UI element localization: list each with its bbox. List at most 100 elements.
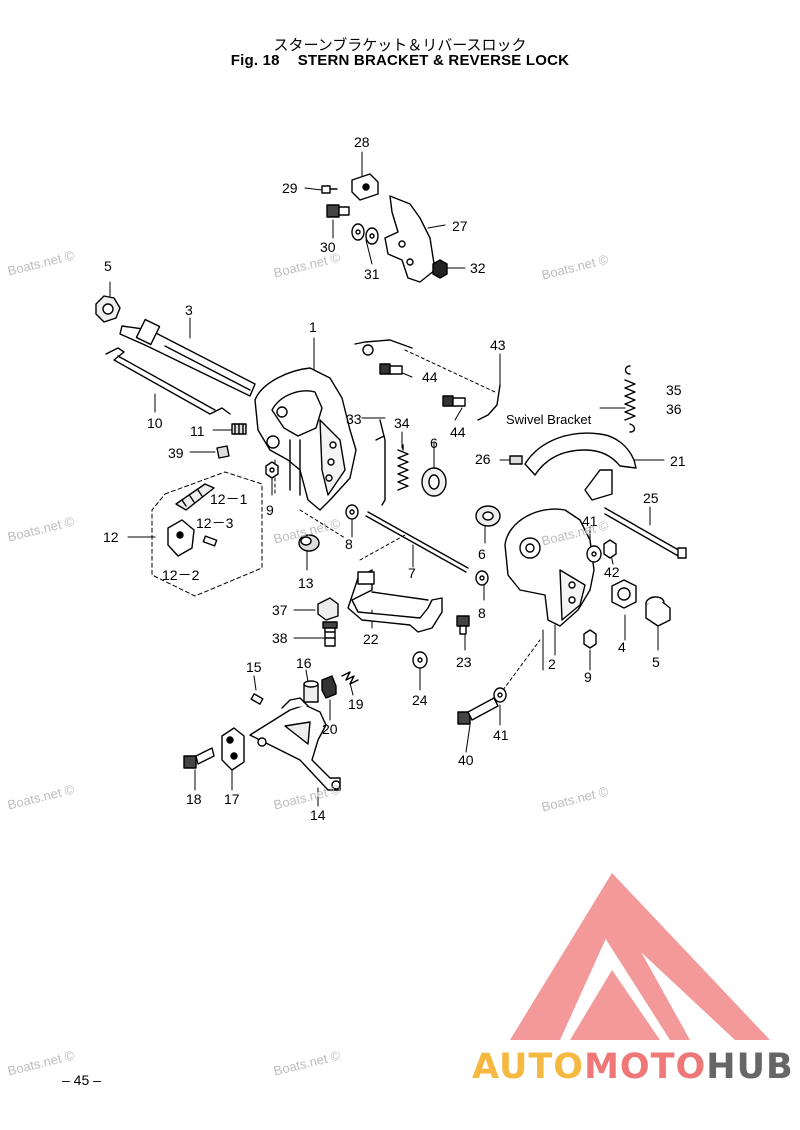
part-41-washer-lower xyxy=(493,687,507,703)
label-42: 42 xyxy=(604,564,620,580)
part-3-shaft xyxy=(119,318,256,397)
part-4-nut xyxy=(611,579,637,609)
part-6-bushing-top xyxy=(421,467,447,497)
label-44-lower: 44 xyxy=(450,424,466,440)
part-6-bushing-right xyxy=(475,505,501,527)
label-36: 36 xyxy=(666,401,682,417)
label-30: 30 xyxy=(320,239,336,255)
part-13-bushing xyxy=(298,534,320,552)
part-9-nut-left xyxy=(265,461,279,479)
label-5-right: 5 xyxy=(652,654,660,670)
label-3: 3 xyxy=(185,302,193,318)
figure-title-text: STERN BRACKET & REVERSE LOCK xyxy=(297,52,570,69)
label-44-upper: 44 xyxy=(422,369,438,385)
label-1: 1 xyxy=(309,319,317,335)
part-44-bolt-lower xyxy=(442,395,466,407)
label-10: 10 xyxy=(147,415,163,431)
label-41-lower: 41 xyxy=(493,727,509,743)
part-44-bolt-upper xyxy=(379,363,403,375)
part-28-plate xyxy=(351,173,379,201)
label-8-left: 8 xyxy=(345,536,353,552)
label-15: 15 xyxy=(246,659,262,675)
part-40-bolt xyxy=(457,697,499,725)
leader-lines xyxy=(109,151,665,807)
part-21-arm xyxy=(524,432,637,501)
part-27-bracket xyxy=(384,195,436,283)
label-35: 35 xyxy=(666,382,682,398)
label-38: 38 xyxy=(272,630,288,646)
brand-part-2: MOTO xyxy=(584,1047,707,1087)
label-13: 13 xyxy=(298,575,314,591)
label-20: 20 xyxy=(322,721,338,737)
label-14: 14 xyxy=(310,807,326,823)
part-38-bolt xyxy=(322,621,338,647)
label-12-1: 12－1 xyxy=(210,491,248,507)
part-41-washer-upper xyxy=(586,545,602,563)
part-1-stern-bracket xyxy=(254,367,357,511)
part-29-screw xyxy=(321,185,338,194)
part-26-pin xyxy=(509,455,523,465)
part-22-bracket xyxy=(347,569,443,633)
part-24-washer xyxy=(412,651,428,669)
part-35-spring xyxy=(624,365,636,433)
label-19: 19 xyxy=(348,696,364,712)
label-17: 17 xyxy=(224,791,240,807)
label-24: 24 xyxy=(412,692,428,708)
label-22: 22 xyxy=(363,631,379,647)
part-31-washers xyxy=(351,223,379,245)
part-12-group xyxy=(167,483,218,557)
part-43-link xyxy=(354,339,501,421)
label-37: 37 xyxy=(272,602,288,618)
label-41-upper: 41 xyxy=(582,513,598,529)
label-40: 40 xyxy=(458,752,474,768)
part-33-rod xyxy=(375,419,386,506)
figure-number: Fig. 18 xyxy=(230,52,280,69)
brand-logo-icon xyxy=(510,873,770,1040)
label-6-top: 6 xyxy=(430,435,438,451)
part-5-nut xyxy=(95,295,121,323)
part-25-rod xyxy=(604,507,687,559)
part-labels: 28 29 27 30 31 32 5 3 1 43 44 35 36 Swiv… xyxy=(103,134,686,823)
part-34-spring xyxy=(397,444,409,491)
label-25: 25 xyxy=(643,490,659,506)
part-17-plate xyxy=(221,727,245,771)
label-5-left: 5 xyxy=(104,258,112,274)
label-9-left: 9 xyxy=(266,502,274,518)
part-9-nut-right xyxy=(583,629,597,649)
part-19-spring xyxy=(341,671,359,685)
part-42-nut xyxy=(603,539,617,559)
part-15-pin xyxy=(250,693,264,705)
label-39: 39 xyxy=(168,445,184,461)
brand-wordmark: AUTOMOTOHUB xyxy=(472,1047,794,1087)
part-8-washer-left xyxy=(345,504,359,520)
part-11-spring xyxy=(231,423,247,435)
label-4: 4 xyxy=(618,639,626,655)
label-8-right: 8 xyxy=(478,605,486,621)
label-26: 26 xyxy=(475,451,491,467)
label-33: 33 xyxy=(346,411,362,427)
label-16: 16 xyxy=(296,655,312,671)
label-28: 28 xyxy=(354,134,370,150)
label-32: 32 xyxy=(470,260,486,276)
part-7-shaft xyxy=(365,511,469,573)
label-6-right: 6 xyxy=(478,546,486,562)
part-2-stern-bracket xyxy=(504,508,595,627)
part-39-piece xyxy=(216,445,230,459)
part-10-rod xyxy=(105,347,231,415)
label-12: 12 xyxy=(103,529,119,545)
brand-part-1: AUTO xyxy=(472,1047,585,1087)
part-5-cap-nut xyxy=(645,596,671,627)
label-7: 7 xyxy=(408,565,416,581)
part-14-reverse-lock-arm xyxy=(249,697,341,791)
label-31: 31 xyxy=(364,266,380,282)
part-16-sleeve xyxy=(303,680,319,703)
label-11: 11 xyxy=(190,423,205,439)
label-23: 23 xyxy=(456,654,472,670)
part-32-nut xyxy=(432,259,448,279)
page-number: – 45 – xyxy=(62,1072,101,1088)
title-japanese: スターンブラケット＆リバースロック xyxy=(273,36,527,54)
swivel-bracket-label: Swivel Bracket xyxy=(506,412,592,427)
brand-part-3: HUB xyxy=(706,1047,794,1087)
label-12-3: 12－3 xyxy=(196,515,234,531)
